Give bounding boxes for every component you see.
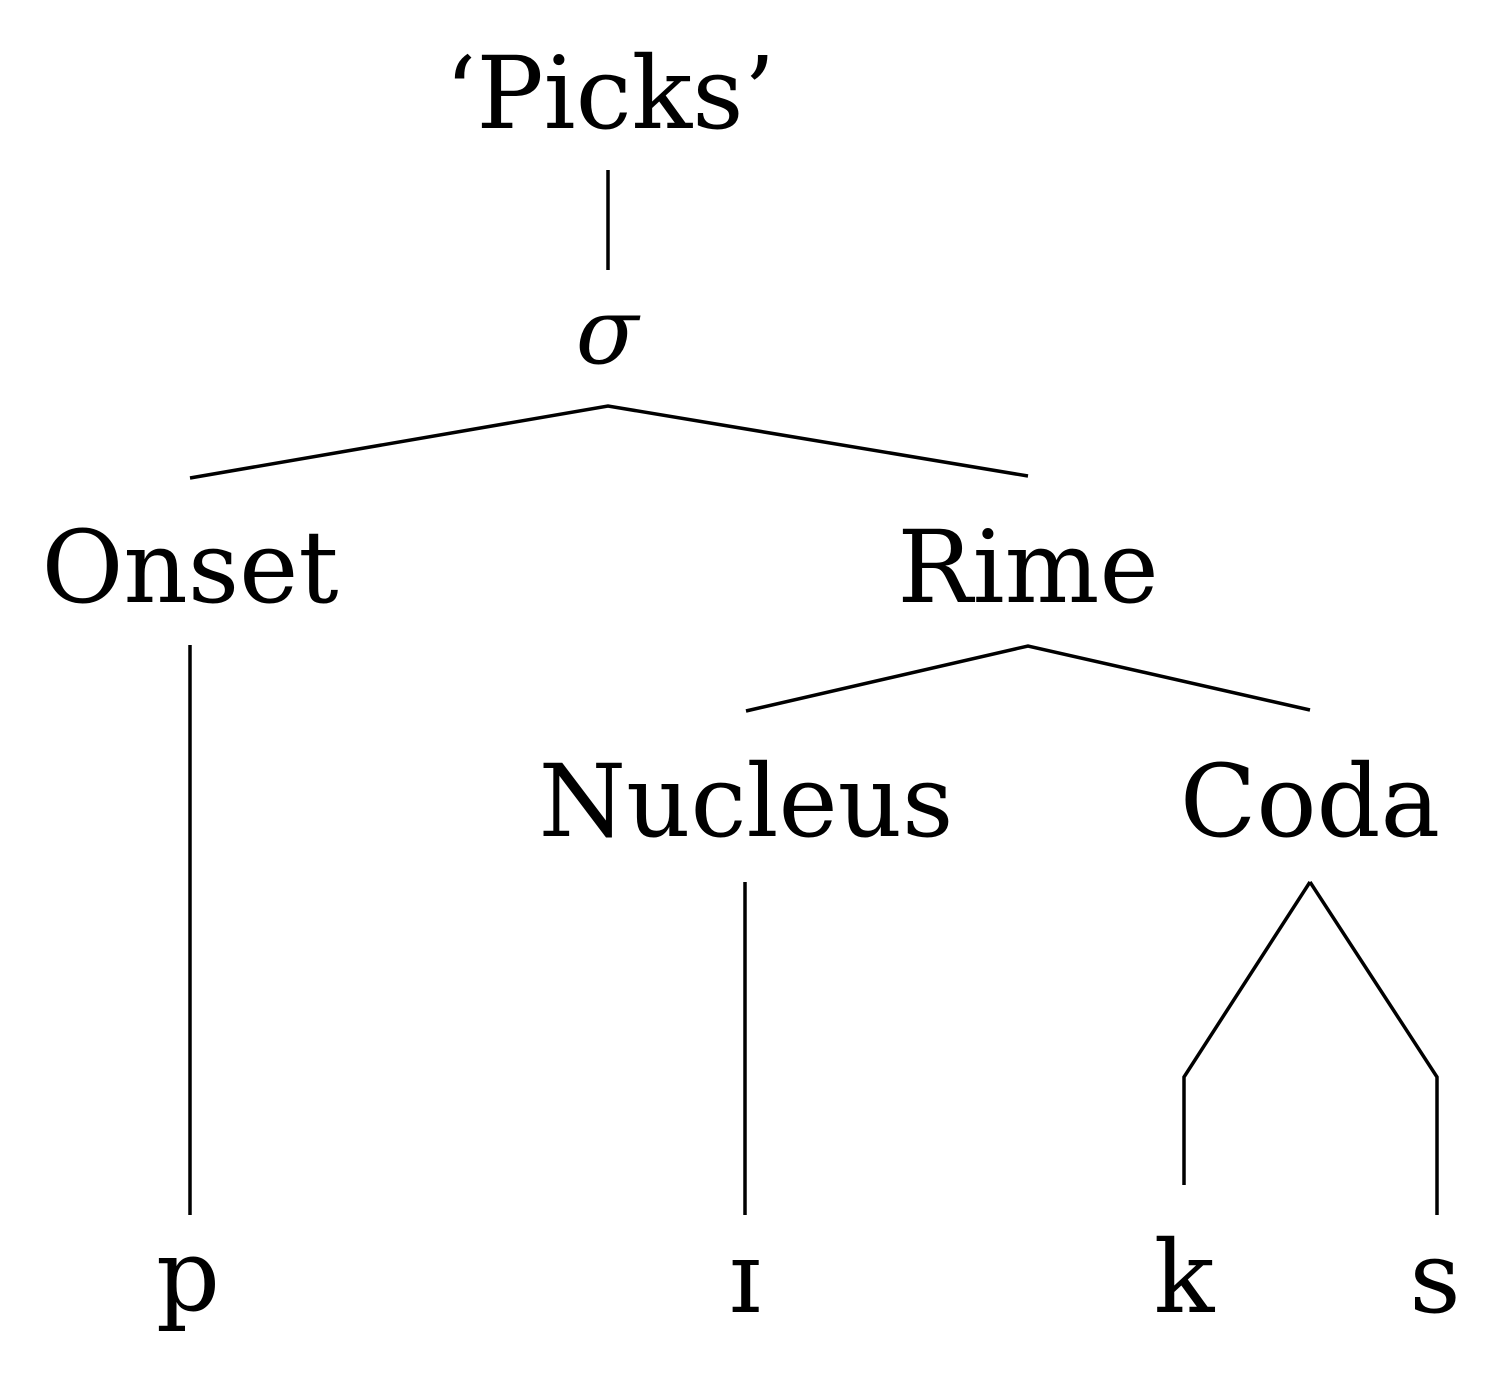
nucleus-node: Nucleus [539, 743, 954, 860]
edge-rime-nucleus-coda [745, 644, 1311, 713]
segment-s: s [1409, 1219, 1460, 1336]
tree-segments: p ɪ k s [156, 1217, 1461, 1336]
edge-coda-s [1308, 881, 1439, 1215]
word-label: ‘Picks’ [445, 35, 776, 152]
syllable-node: σ [576, 278, 641, 385]
tree-labels: ‘Picks’ σ Onset Rime Nucleus Coda [41, 35, 1440, 860]
rime-node: Rime [897, 509, 1158, 626]
onset-node: Onset [41, 509, 338, 626]
edge-coda-k [1182, 881, 1312, 1185]
coda-node: Coda [1180, 743, 1440, 860]
segment-k: k [1154, 1219, 1216, 1336]
segment-vowel: ɪ [729, 1219, 761, 1336]
tree-edges [188, 170, 1439, 1215]
edge-syllable-onset-rime [189, 404, 1029, 480]
segment-p: p [156, 1217, 220, 1334]
